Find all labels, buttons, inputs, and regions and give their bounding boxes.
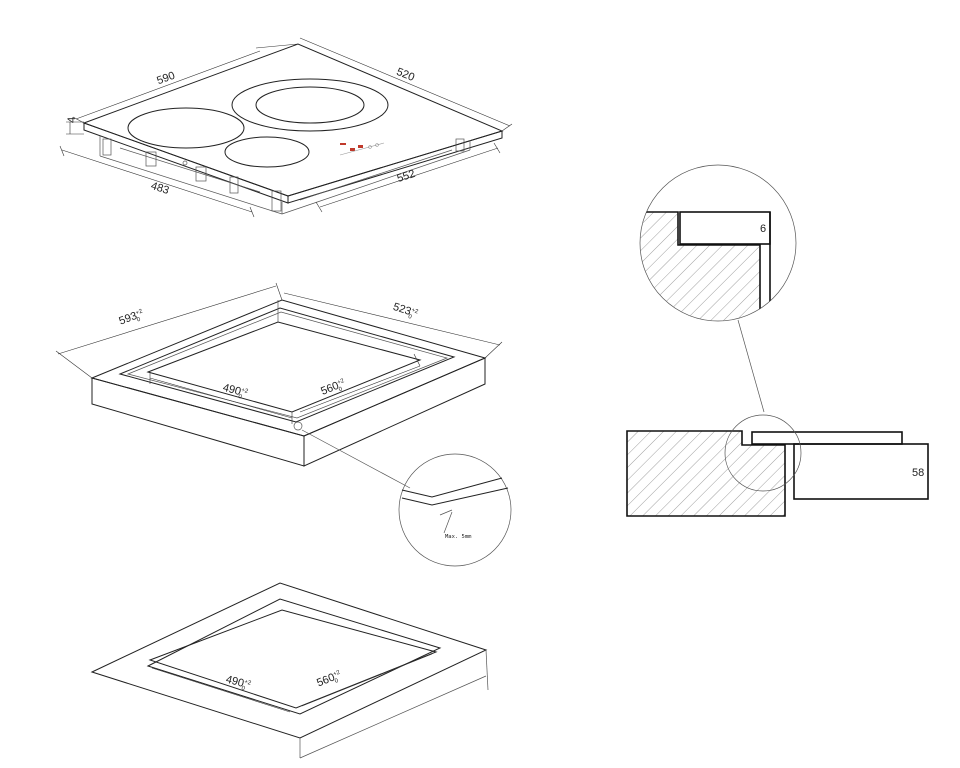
- dim-label-593: 593+20: [117, 307, 146, 329]
- max-gap-note: Max. 5mm: [445, 534, 472, 540]
- cooking-zone-large-outer: [231, 78, 389, 132]
- dimension-flush-width: 560+20: [301, 653, 433, 707]
- flush-inner: [148, 609, 438, 709]
- flush-cutout: 490+20 560+20: [90, 582, 489, 759]
- control-marker-icon: [358, 145, 363, 148]
- rebate-outer: [118, 307, 456, 423]
- dimension-flush-depth: 490+20: [151, 667, 291, 713]
- dim-label-560-flush: 560+20: [315, 669, 344, 692]
- dim-label-483: 483: [149, 180, 170, 197]
- dimension-hob-depth: 590: [72, 43, 299, 124]
- section-leader: [737, 319, 765, 413]
- hob-glass-top: [82, 43, 504, 197]
- cooking-zone-left: [127, 107, 245, 149]
- countertop-cutout: 593+20 523+20 490+20 560+20: [55, 282, 512, 567]
- cutout-inner: [146, 321, 422, 413]
- control-marker-icon: [350, 148, 355, 151]
- dimension-body-depth: 483: [59, 145, 255, 218]
- dimension-cutout-depth: 593+20: [55, 282, 283, 379]
- hob-glass-right-edge: [287, 130, 503, 204]
- worktop-front: [91, 377, 305, 467]
- cooking-zone-large-inner: [255, 86, 365, 124]
- section-magnified-circle: 6: [639, 164, 797, 322]
- section-dim-58: 58: [912, 467, 924, 479]
- dimension-cutout-inner-depth: 490+20: [149, 372, 293, 424]
- dim-label-520: 520: [395, 66, 417, 84]
- dim-label-4: 4: [66, 117, 78, 123]
- dim-label-490: 490+20: [221, 382, 250, 402]
- dimension-hob-width: 520: [299, 37, 513, 132]
- dim-label-552: 552: [396, 168, 417, 185]
- dim-label-590: 590: [155, 70, 176, 88]
- dimension-cutout-width: 523+20: [283, 292, 503, 359]
- cooking-zone-small: [224, 136, 310, 168]
- rebate-step: [126, 311, 449, 419]
- section-main: 58: [626, 414, 929, 517]
- dimension-hob-thickness: 4: [66, 117, 84, 135]
- worktop-side: [303, 357, 486, 467]
- hob-underbody: [99, 136, 471, 215]
- section-dim-6: 6: [760, 223, 766, 235]
- edge-detail-circle: Max. 5mm: [398, 453, 512, 567]
- dimension-cutout-inner-width: 560+20: [299, 353, 421, 413]
- detail-leader: [301, 429, 411, 489]
- dim-label-490-flush: 490+20: [224, 673, 253, 693]
- hob-isometric: 590 520 4 483 552: [59, 37, 513, 218]
- touch-controls: [339, 142, 385, 156]
- dimension-body-width: 552: [315, 142, 501, 213]
- section-detail: 6 58: [626, 164, 929, 517]
- dim-label-523: 523+20: [391, 301, 420, 322]
- control-marker-icon: [340, 143, 346, 145]
- dim-label-560: 560+20: [319, 377, 348, 400]
- flush-rebate: [146, 598, 442, 715]
